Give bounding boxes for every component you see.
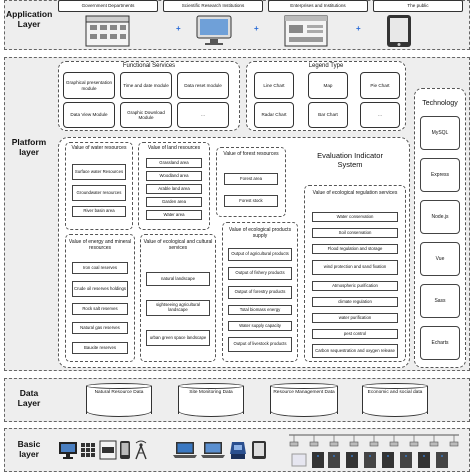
atmospheric-purification-item: Atmospheric purification	[312, 281, 398, 291]
tech-sass: Sass	[420, 284, 460, 318]
more-module: ...	[177, 102, 229, 128]
pie-chart-box: Pie Chart	[360, 72, 400, 99]
bar-chart-box: Bar Chart	[308, 102, 348, 128]
river-basin-item: River basin area	[72, 206, 126, 217]
server-rack-icon	[289, 434, 459, 468]
plus-icon: +	[254, 24, 259, 33]
plus-icon: +	[356, 24, 361, 33]
bauxite-item: Bauxite reserves	[72, 342, 128, 354]
natural-resource-data-cylinder: Natural Resource Data	[86, 383, 152, 417]
data-reset-module: Data reset module	[177, 72, 229, 99]
building-icon	[85, 15, 130, 47]
wind-protection-item: wind protection and sand fixation	[312, 260, 398, 275]
natural-gas-item: Natural gas reserves	[72, 322, 128, 334]
tech-express: Express	[420, 158, 460, 192]
water-conservation-item: Water conservation	[312, 212, 398, 222]
legend-type-title: Legend Type	[308, 63, 344, 69]
economic-social-data-label: Economic and social data	[367, 390, 423, 395]
water-resources-title: Value of water resources	[71, 145, 127, 151]
site-monitoring-data-cylinder: Site Monitoring Data	[178, 383, 244, 417]
data-view-module: Data View Module	[63, 102, 115, 128]
water-area-item: Water area	[146, 210, 202, 220]
fishery-output-item: Output of fishery products	[228, 267, 292, 280]
crude-oil-item: Crude oil reserves holdings	[72, 281, 128, 297]
climate-regulation-item: climate regulation	[312, 297, 398, 307]
natural-landscape-item: natural landscape	[146, 272, 210, 286]
map-box: Map	[308, 72, 348, 99]
data-layer-label: Data Layer	[17, 388, 41, 408]
forest-area-item: Forest area	[224, 173, 278, 185]
soil-conservation-item: Soil conservation	[312, 228, 398, 238]
browser-window-icon	[284, 15, 328, 47]
garden-area-item: Garden area	[146, 197, 202, 207]
livestock-output-item: Output of livestock products	[228, 337, 292, 352]
resource-management-data-cylinder: Resource Management Data	[270, 383, 338, 417]
urban-green-space-item: urban green space landscape	[146, 330, 210, 346]
scanner-icon	[230, 442, 246, 459]
gis-icon	[99, 440, 117, 460]
platform-layer-label: Platform layer	[11, 137, 47, 157]
pest-control-item: pest control	[312, 329, 398, 339]
more-chart-box: ...	[360, 102, 400, 128]
laptop-icon	[201, 442, 225, 458]
mobile-device-icon	[387, 15, 411, 47]
functional-services-title: Functional Services	[122, 63, 176, 69]
user-box-enterprises: Enterprises and Institutions	[268, 0, 368, 12]
woodland-item: Woodland area	[146, 171, 202, 181]
iron-coal-item: Iron coal reserves	[72, 262, 128, 274]
natural-resource-data-label: Natural Resource Data	[94, 390, 144, 395]
carbon-sequestration-item: Carbon sequestration and oxygen release	[312, 344, 398, 358]
tech-vue: Vue	[420, 242, 460, 276]
grid-icon	[81, 443, 95, 457]
user-box-government: Government Departments	[58, 0, 158, 12]
forestry-output-item: Output of forestry products	[228, 286, 292, 299]
energy-mineral-title: Value of energy and mineral resources	[68, 239, 132, 251]
basic-layer-label: Basic layer	[17, 439, 41, 459]
biomass-energy-item: Total biomass energy	[228, 305, 292, 315]
products-supply-title: Value of ecological products supply	[228, 227, 292, 239]
economic-social-data-cylinder: Economic and social data	[362, 383, 428, 417]
site-monitoring-data-label: Site Monitoring Data	[189, 390, 233, 395]
tech-mysql: MySQL	[420, 116, 460, 150]
land-resources-title: Value of land resources	[147, 145, 201, 151]
resource-management-data-label: Resource Management Data	[273, 390, 335, 395]
line-chart-box: Line Chart	[254, 72, 294, 99]
antenna-icon	[135, 440, 147, 460]
laptop-icon	[173, 442, 197, 458]
tech-echarts: Echarts	[420, 326, 460, 360]
regulation-services-title: Value of ecological regulation services	[312, 190, 398, 196]
technology-title: Technology	[422, 100, 458, 107]
surface-water-item: Surface water Resources	[72, 164, 126, 180]
plus-icon: +	[176, 24, 181, 33]
user-box-research: Scientific Research Institutions	[163, 0, 263, 12]
tech-nodejs: Node.js	[420, 200, 460, 234]
forest-stock-item: Forest stock	[224, 195, 278, 207]
forest-resources-title: Value of forest resources	[223, 151, 279, 157]
flood-regulation-item: Flood regulation and storage	[312, 244, 398, 254]
time-date-module: Time and date module	[120, 72, 172, 99]
user-box-public: The public	[373, 0, 463, 12]
rock-salt-item: Rock salt reserves	[72, 303, 128, 315]
application-layer-label: Application Layer	[6, 9, 53, 29]
monitor-icon	[196, 15, 232, 45]
tablet-icon	[252, 441, 266, 459]
evaluation-system-title: Evaluation Indicator System	[317, 151, 383, 169]
graphical-presentation-module: Graphical presentation module	[63, 72, 115, 99]
agricultural-output-item: Output of agricultural products	[228, 248, 292, 261]
grassland-item: Grassland area	[146, 158, 202, 168]
cultural-services-title: Value of ecological and cultural service…	[143, 239, 213, 251]
sightseeing-landscape-item: sightseeing agricultural landscape	[146, 300, 210, 316]
energy-mineral-group	[65, 234, 135, 362]
monitor-icon	[59, 442, 77, 459]
water-supply-item: Water supply capacity	[228, 321, 292, 331]
radar-chart-box: Radar Chart	[254, 102, 294, 128]
graphic-download-module: Graphic Download Module	[120, 102, 172, 128]
groundwater-item: Groundwater resources	[72, 185, 126, 201]
phone-icon	[120, 441, 130, 459]
water-purification-item: water purification	[312, 313, 398, 323]
arable-land-item: Arable land area	[146, 184, 202, 194]
